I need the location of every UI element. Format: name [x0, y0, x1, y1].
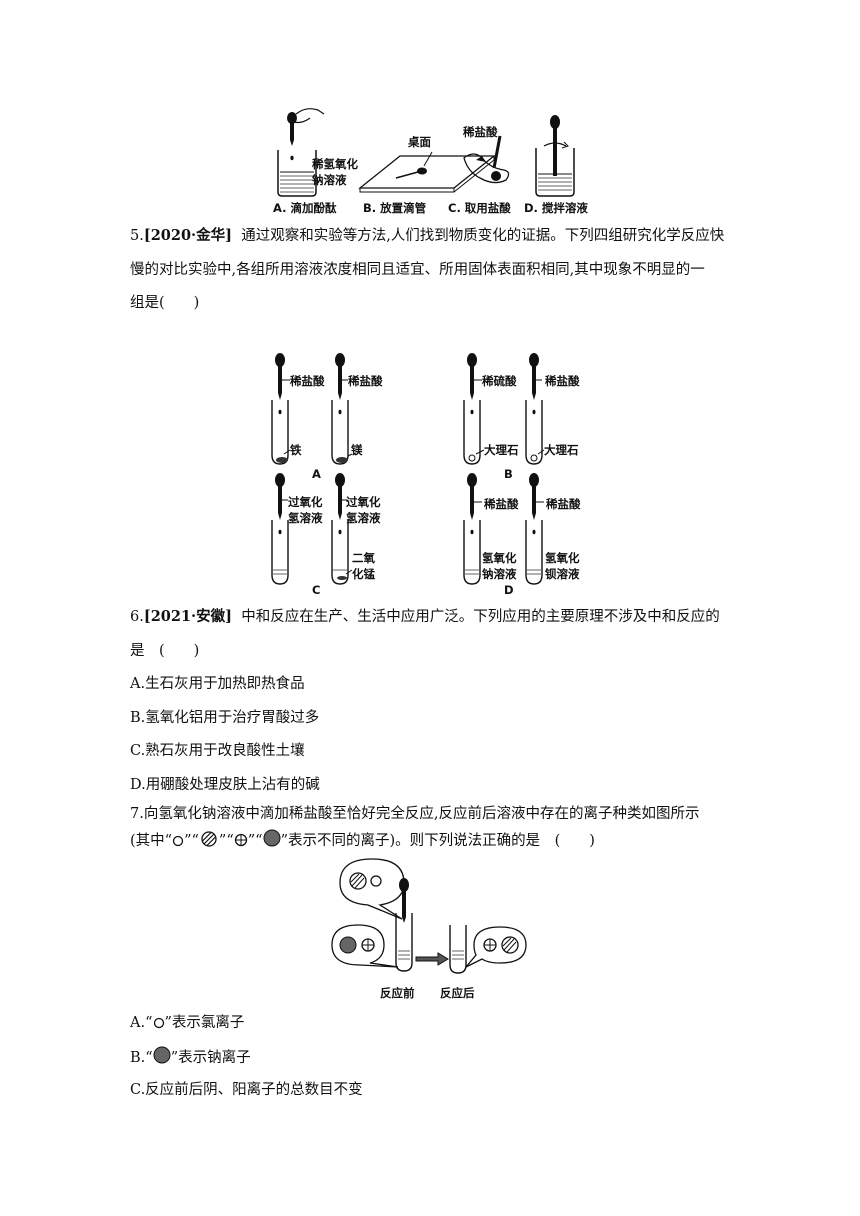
q6-line2: 是 ( ): [130, 643, 200, 659]
label-hcl: 稀盐酸: [463, 125, 498, 139]
ion-filled-circle-icon: [263, 829, 281, 847]
label-after: 反应后: [440, 986, 475, 1000]
label-naoh2: 钠溶液: [312, 173, 347, 187]
q5-group-d: 稀盐酸 氢氧化 钠溶液 稀盐酸 氢氧化 钡溶液 D: [463, 473, 581, 597]
svg-text:稀盐酸: 稀盐酸: [546, 497, 581, 511]
label-desk: 桌面: [407, 135, 431, 149]
q5-line3: 组是( ): [130, 295, 200, 311]
figure-q5: 稀盐酸 铁 稀盐酸 镁 A 稀硫酸 大理石 稀盐酸 大理石 B 过氧化: [262, 350, 598, 597]
ion-open-circle-icon: [153, 1017, 164, 1029]
svg-text:钠溶液: 钠溶液: [482, 567, 517, 581]
svg-text:大理石: 大理石: [544, 443, 579, 457]
caption-d: D. 搅拌溶液: [524, 201, 588, 215]
q5-line2: 慢的对比实验中,各组所用溶液浓度相同且适宜、所用固体表面积相同,其中现象不明显的…: [130, 262, 705, 278]
q5-letter-c: C: [312, 583, 320, 597]
q5-group-c: 过氧化 氢溶液 过氧化 氢溶液 二氧 化锰 C: [271, 473, 381, 597]
q5-letter-b: B: [504, 467, 513, 481]
q5-source: [2020·金华]: [143, 227, 232, 244]
q6-option-a: A.生石灰用于加热即热食品: [130, 676, 305, 692]
beaker-a-illustration: 稀氢氧化 钠溶液: [277, 108, 358, 197]
q7-option-b: B.“”表示钠离子: [130, 1046, 251, 1068]
svg-text:氢氧化: 氢氧化: [482, 551, 517, 565]
ion-cross-circle-icon: [234, 833, 247, 847]
svg-text:过氧化: 过氧化: [346, 495, 381, 509]
q5-number: 5.: [130, 228, 144, 244]
q5-letter-a: A: [312, 467, 321, 481]
svg-text:稀盐酸: 稀盐酸: [545, 374, 580, 388]
q6-source: [2021·安徽]: [143, 608, 232, 625]
q5-text1: 通过观察和实验等方法,人们找到物质变化的证据。下列四组研究化学反应快: [241, 228, 725, 244]
q5-letter-d: D: [504, 583, 514, 597]
desk-illustration: 桌面: [358, 135, 496, 193]
caption-a: A. 滴加酚酞: [273, 201, 337, 215]
svg-text:氢氧化: 氢氧化: [545, 551, 580, 565]
svg-text:化锰: 化锰: [352, 567, 375, 581]
svg-text:氢溶液: 氢溶液: [346, 511, 381, 525]
svg-text:氢溶液: 氢溶液: [288, 511, 323, 525]
q6-line1: 6.[2021·安徽] 中和反应在生产、生活中应用广泛。下列应用的主要原理不涉及…: [130, 607, 720, 627]
svg-text:稀盐酸: 稀盐酸: [290, 374, 325, 388]
q5-group-b: 稀硫酸 大理石 稀盐酸 大理石 B: [463, 353, 580, 481]
caption-b: B. 放置滴管: [363, 201, 427, 215]
q6-option-c: C.熟石灰用于改良酸性土壤: [130, 743, 305, 759]
label-naoh: 稀氢氧化: [312, 157, 358, 171]
svg-text:大理石: 大理石: [484, 443, 519, 457]
svg-text:镁: 镁: [351, 443, 363, 457]
q6-text1: 中和反应在生产、生活中应用广泛。下列应用的主要原理不涉及中和反应的: [241, 609, 720, 625]
q6-number: 6.: [130, 609, 144, 625]
svg-text:稀盐酸: 稀盐酸: [484, 497, 519, 511]
svg-text:钡溶液: 钡溶液: [545, 567, 580, 581]
beaker-d-illustration: [535, 115, 575, 197]
q7-line1: 7.向氢氧化钠溶液中滴加稀盐酸至恰好完全反应,反应前后溶液中存在的离子种类如图所…: [130, 806, 700, 822]
svg-text:稀盐酸: 稀盐酸: [348, 374, 383, 388]
svg-text:稀硫酸: 稀硫酸: [482, 374, 517, 388]
q7-option-c: C.反应前后阴、阳离子的总数目不变: [130, 1082, 363, 1098]
label-before: 反应前: [380, 986, 415, 1000]
hand-dropper-illustration: 稀盐酸: [463, 125, 510, 184]
q6-option-b: B.氢氧化铝用于治疗胃酸过多: [130, 710, 320, 726]
q5-line1: 5.[2020·金华] 通过观察和实验等方法,人们找到物质变化的证据。下列四组研…: [130, 226, 724, 246]
figure-q4: 稀氢氧化 钠溶液 桌面 稀盐酸 A. 滴加酚酞 B. 放置滴管 C. 取用盐酸 …: [268, 100, 598, 218]
caption-c: C. 取用盐酸: [448, 201, 511, 215]
q7-line2: (其中“”“”“”“”表示不同的离子)。则下列说法正确的是 ( ): [130, 829, 595, 851]
q6-option-d: D.用硼酸处理皮肤上沾有的碱: [130, 777, 320, 793]
q5-group-a: 稀盐酸 铁 稀盐酸 镁 A: [271, 353, 383, 481]
svg-text:二氧: 二氧: [352, 551, 375, 565]
svg-text:铁: 铁: [290, 443, 302, 457]
q7-option-a: A.“”表示氯离子: [130, 1015, 245, 1031]
ion-filled-circle-icon: [153, 1046, 171, 1064]
ion-hatched-circle-icon: [201, 831, 217, 847]
figure-q7: 反应前 反应后: [328, 855, 532, 1005]
ion-open-circle-icon: [172, 835, 184, 847]
svg-text:过氧化: 过氧化: [288, 495, 323, 509]
